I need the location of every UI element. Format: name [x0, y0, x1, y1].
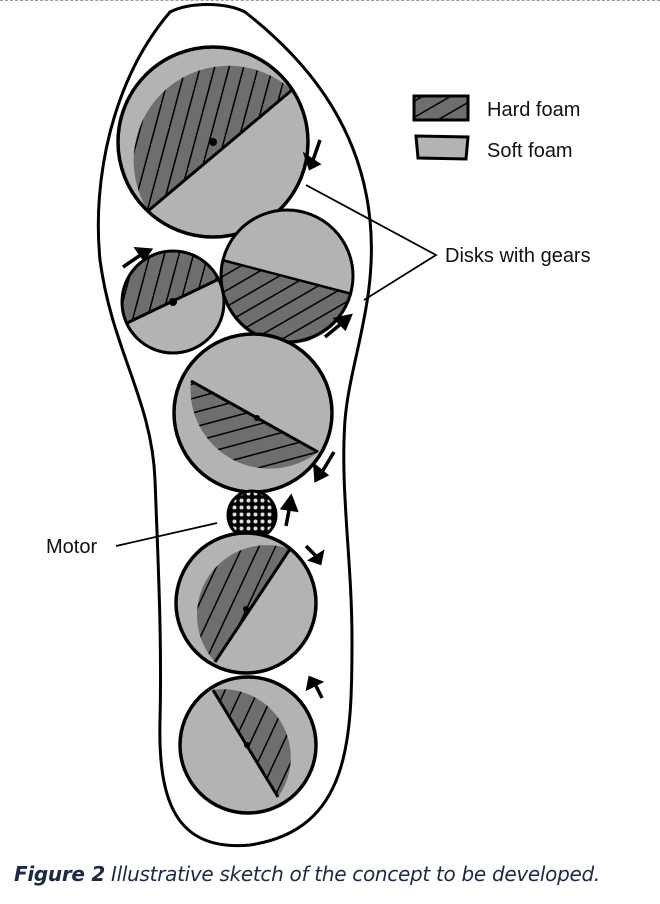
- disk-4: [172, 332, 334, 494]
- hard-foam-swatch: [412, 94, 470, 122]
- arrow-icon: [305, 675, 325, 699]
- disk-2: [120, 249, 226, 355]
- top-border: [0, 0, 660, 1]
- rotation-arrows: [122, 139, 353, 699]
- legend-item-soft-foam: [414, 134, 470, 161]
- legend-label-soft-foam: Soft foam: [487, 140, 573, 162]
- soft-foam-swatch: [414, 134, 470, 161]
- arrow-icon: [122, 246, 154, 269]
- disks-label: Disks with gears: [445, 245, 591, 267]
- arrow-icon: [302, 139, 322, 171]
- legend-item-hard-foam: [412, 94, 470, 122]
- figure-number: Figure 2: [14, 862, 105, 886]
- arrow-icon: [312, 451, 336, 483]
- arrow-icon: [279, 493, 299, 527]
- disk-5: [174, 531, 318, 675]
- caption-text: Illustrative sketch of the concept to be…: [104, 862, 600, 886]
- legend: [412, 94, 470, 161]
- legend-label-hard-foam: Hard foam: [487, 99, 580, 121]
- motor-leader: [115, 522, 218, 547]
- leader-lines: [115, 184, 438, 547]
- disks-leader: [305, 184, 438, 301]
- arrow-icon: [323, 313, 353, 339]
- arrow-icon: [304, 544, 325, 566]
- figure-caption: Figure 2 Illustrative sketch of the conc…: [14, 862, 600, 886]
- insole-outline: [96, 3, 373, 848]
- disk-3: [219, 208, 355, 345]
- disk-6: [178, 675, 318, 815]
- disk-1: [116, 45, 310, 239]
- motor-label: Motor: [46, 536, 97, 558]
